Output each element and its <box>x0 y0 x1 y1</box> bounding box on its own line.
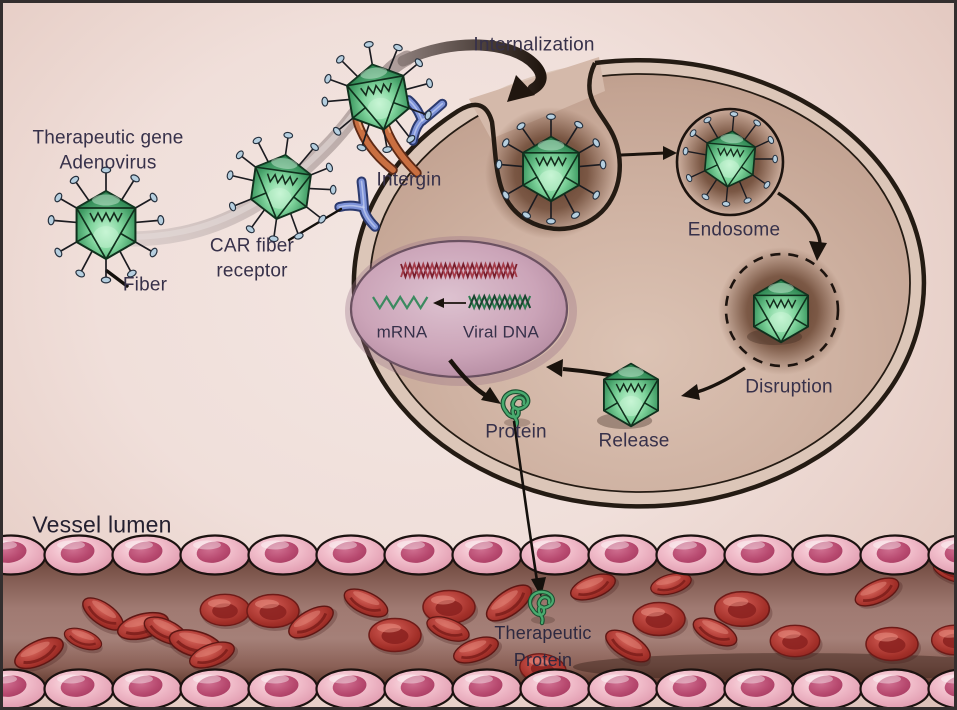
endothelial-cell-icon <box>791 534 863 576</box>
endothelial-cell-icon <box>43 534 115 576</box>
label-vessel-lumen: Vessel lumen <box>32 511 172 538</box>
viral-dna-zigzag-icon <box>468 293 532 311</box>
adenovirus-icon <box>226 131 337 243</box>
label-car-receptor: receptor <box>216 260 288 282</box>
endosome-vesicle <box>675 107 785 217</box>
endothelial-cell-icon <box>723 534 795 576</box>
label-therapeutic-protein-2: Protein <box>513 650 573 671</box>
adenovirus-icon <box>47 166 165 284</box>
red-blood-cells <box>14 558 954 688</box>
endothelial-cell-icon <box>587 668 659 707</box>
endothelial-cell-icon <box>43 668 115 707</box>
endothelial-cell-icon <box>111 534 183 576</box>
red-blood-cell-icon <box>453 636 503 666</box>
diagram-artwork <box>3 39 954 707</box>
endothelium-bottom <box>3 668 954 707</box>
endothelial-cell-icon <box>111 668 183 707</box>
adenovirus-icon <box>682 111 778 207</box>
label-release: Release <box>598 430 670 452</box>
nucleus-zigzags <box>372 261 532 311</box>
endothelial-cell-icon <box>315 668 387 707</box>
red-blood-cell-icon <box>713 590 773 630</box>
viral-dna-zigzag-icon <box>468 293 532 311</box>
adenovirus-icon <box>596 362 660 430</box>
red-blood-cell-icon <box>650 572 695 598</box>
red-blood-cell-icon <box>368 617 424 655</box>
arrow-internalization <box>397 39 547 102</box>
endothelial-cell-icon <box>791 668 863 707</box>
red-blood-cell-icon <box>199 593 253 629</box>
endothelial-cell-icon <box>587 534 659 576</box>
endothelial-cell-icon <box>519 668 591 707</box>
protein-icon <box>500 389 531 429</box>
endothelial-cell-icon <box>179 534 251 576</box>
label-endosome: Endosome <box>687 219 781 241</box>
endothelial-cell-icon <box>451 668 523 707</box>
adenovirus-icon <box>495 113 607 225</box>
endothelial-cell-icon <box>383 668 455 707</box>
mrna-zigzag-icon <box>372 294 429 311</box>
arrow-transcription <box>433 298 466 308</box>
endothelial-cell-icon <box>859 534 931 576</box>
red-blood-cell-icon <box>632 601 688 639</box>
label-fiber: Fiber <box>122 274 168 296</box>
red-blood-cell-icon <box>570 573 620 603</box>
red-blood-cell-icon <box>604 629 651 667</box>
label-intergin: Intergin <box>376 169 442 191</box>
red-blood-cell-icon <box>189 641 239 671</box>
red-blood-cell-icon <box>426 616 471 646</box>
endothelial-cell-icon <box>383 534 455 576</box>
label-viral-dna: Viral DNA <box>462 322 540 342</box>
car-receptor-icon <box>334 176 380 232</box>
endothelial-cell-icon <box>927 535 954 575</box>
red-blood-cell-icon <box>930 624 954 658</box>
adenovirus-icon <box>321 41 434 153</box>
arrow-endosome-to-disruption <box>777 191 827 261</box>
endothelial-cell-icon <box>451 534 523 576</box>
protein-icon <box>527 589 555 626</box>
dna-zigzag-icon <box>400 261 518 280</box>
endothelial-cell-icon <box>315 534 387 576</box>
endothelial-cell-icon <box>723 668 795 707</box>
nucleus <box>349 239 569 379</box>
label-adenovirus: Adenovirus <box>59 152 157 174</box>
label-internalization: Internalization <box>473 34 595 56</box>
endothelial-cell-icon <box>247 668 319 707</box>
endothelium-top <box>3 534 954 576</box>
label-disruption: Disruption <box>745 376 833 398</box>
endothelial-cell-icon <box>655 668 727 707</box>
red-blood-cell-icon <box>288 605 338 641</box>
fiber-pointer-line <box>105 269 129 288</box>
arrow-disruption-to-release <box>681 366 746 400</box>
label-protein: Protein <box>485 421 547 443</box>
red-blood-cell-icon <box>692 617 738 651</box>
adenovirus-icon <box>746 278 810 346</box>
red-blood-cell-icon <box>343 588 389 622</box>
red-blood-cell-icon <box>769 624 823 660</box>
red-blood-cell-icon <box>63 627 103 654</box>
label-mrna: mRNA <box>376 322 428 342</box>
red-blood-cell-icon <box>865 626 921 664</box>
arrow-pit-to-endosome <box>620 146 677 160</box>
endothelial-cell-icon <box>655 534 727 576</box>
label-car-fiber: CAR fiber <box>209 235 295 257</box>
cell-membrane <box>351 58 927 509</box>
red-blood-cell-icon <box>485 584 537 624</box>
endothelial-cell-icon <box>927 669 954 707</box>
endothelial-cell-icon <box>179 668 251 707</box>
red-blood-cell-icon <box>854 577 903 609</box>
endothelial-cell-icon <box>247 534 319 576</box>
dna-zigzag-icon <box>400 261 518 280</box>
label-therapeutic-gene: Therapeutic gene <box>32 127 184 149</box>
label-therapeutic-protein-1: Therapeutic <box>494 623 592 644</box>
endothelial-cell-icon <box>3 534 47 576</box>
red-blood-cell-icon <box>14 636 68 672</box>
funnel-patch <box>469 57 605 139</box>
disrupted-vesicle <box>724 252 840 368</box>
red-blood-cell-icon <box>246 593 302 631</box>
endothelial-cell-icon <box>859 668 931 707</box>
arrow-nucleus-to-protein <box>448 358 501 404</box>
blood-vessel <box>3 534 954 707</box>
